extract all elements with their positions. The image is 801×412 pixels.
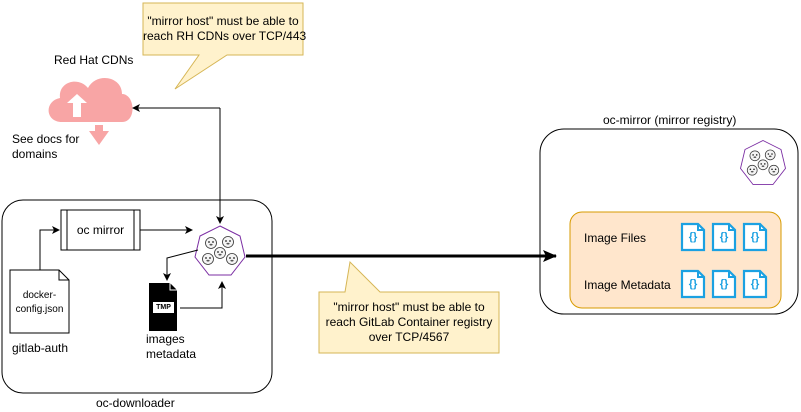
cdn-note-line-1: See docs for (12, 132, 80, 146)
process-label: oc mirror (76, 223, 125, 237)
callout-top-line-1: "mirror host" must be able to (147, 14, 299, 28)
json-glyph: {} (750, 278, 760, 290)
secret-file-line-2: config.json (15, 304, 64, 315)
json-glyph: {} (719, 231, 729, 243)
registry-to-tmp-arrow (163, 249, 199, 281)
tmp-to-registry-arrow (180, 281, 226, 309)
auth-to-process-arrow (39, 226, 60, 270)
cdn-note-line-2: domains (12, 147, 58, 161)
tmp-icon-text: TMP (156, 304, 171, 311)
secret-file-text: docker- config.json (10, 289, 69, 317)
callout-bottom-text: "mirror host" must be able to reach GitL… (319, 300, 499, 345)
cdn-note: See docs for domains (12, 132, 79, 162)
tmp-label-line-2: metadata (146, 347, 197, 361)
callout-bottom-line-1: "mirror host" must be able to (333, 300, 485, 314)
callout-top-text: "mirror host" must be able to reach RH C… (143, 14, 307, 44)
callout-bottom-line-2: reach GitLab Container registry (325, 315, 493, 329)
json-glyph: {} (750, 231, 760, 243)
cdn-title: Red Hat CDNs (54, 53, 134, 67)
secret-label: gitlab-auth (12, 341, 69, 355)
json-glyph: {} (688, 231, 698, 243)
oc-downloader-label: oc-downloader (96, 396, 175, 410)
tmp-label-line-1: images (146, 332, 185, 346)
mirror-registry-label: oc-mirror (mirror registry) (603, 113, 737, 127)
image-files-label: Image Files (584, 231, 647, 245)
image-metadata-label: Image Metadata (584, 278, 671, 292)
tmp-label: images metadata (146, 332, 196, 362)
secret-file-line-1: docker- (22, 290, 57, 301)
json-glyph: {} (688, 278, 698, 290)
callout-top (142, 2, 304, 90)
callout-top-line-2: reach RH CDNs over TCP/443 (143, 29, 307, 43)
cdn-cloud-icon (48, 77, 133, 145)
callout-bottom-line-3: over TCP/4567 (368, 330, 450, 344)
oc-mirror-process (60, 209, 141, 251)
json-glyph: {} (719, 278, 729, 290)
tmp-folder-icon (149, 283, 177, 331)
callout-bottom (318, 260, 500, 354)
docker-config-file-icon (9, 269, 70, 334)
